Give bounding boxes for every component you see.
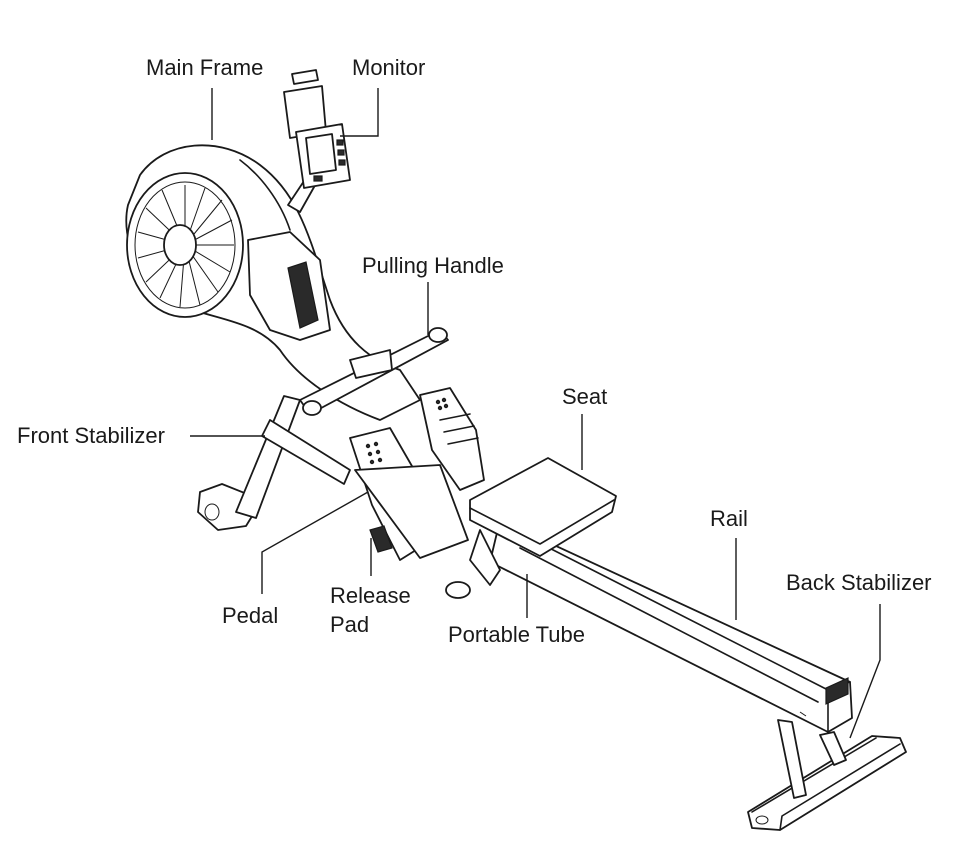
- label-seat: Seat: [562, 384, 607, 409]
- pulling-handle: [299, 327, 449, 416]
- label-release-pad-line1: Release: [330, 583, 411, 608]
- pedals: [349, 387, 485, 599]
- label-monitor: Monitor: [352, 55, 425, 80]
- leader-lines: [190, 88, 881, 739]
- back-stabilizer: [747, 719, 907, 831]
- label-portable-tube: Portable Tube: [448, 622, 585, 647]
- label-release-pad-line2: Pad: [330, 612, 369, 637]
- label-pulling-handle: Pulling Handle: [362, 253, 504, 278]
- label-main-frame: Main Frame: [146, 55, 263, 80]
- main-frame: [125, 144, 421, 531]
- seat: [469, 457, 617, 586]
- label-rail: Rail: [710, 506, 748, 531]
- label-front-stabilizer: Front Stabilizer: [17, 423, 165, 448]
- label-pedal: Pedal: [222, 603, 278, 628]
- monitor: [283, 69, 351, 213]
- label-back-stabilizer: Back Stabilizer: [786, 570, 932, 595]
